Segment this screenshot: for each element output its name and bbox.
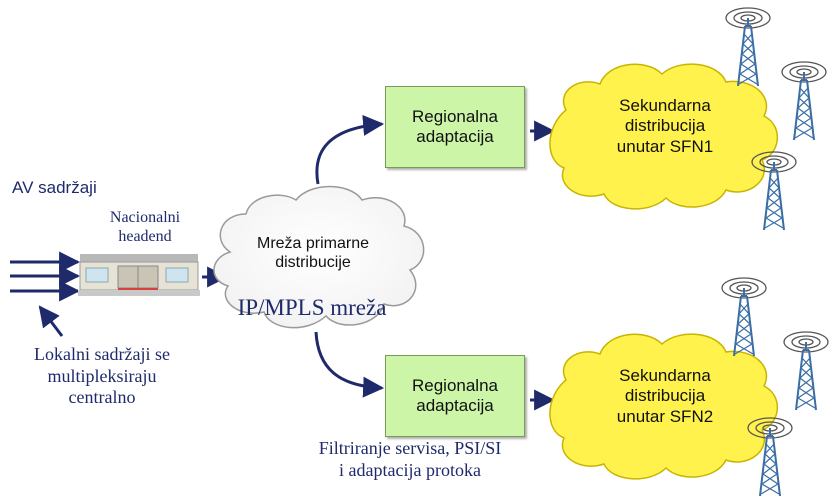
network-to-regional1-arrow (315, 114, 385, 185)
network-to-regional2-arrow (314, 331, 385, 398)
local-content-line2: multipleksiraju (47, 365, 157, 386)
headend-label: Nacionalni headend (90, 208, 200, 246)
regional2-line2: adaptacija (416, 396, 494, 415)
sfn2-line1: Sekundarna (619, 366, 711, 385)
sfn1-line2: distribucija (624, 116, 706, 136)
sfn2-cloud (549, 333, 779, 480)
ip-mpls-label: IP/MPLS mreža (237, 295, 387, 320)
sfn2-line2: distribucija (624, 386, 706, 406)
primary-network-label: Mreža primarne distribucije (228, 234, 398, 272)
input-arrows (10, 251, 81, 302)
primary-network-label-line1: Mreža primarne (256, 235, 370, 252)
primary-network-label-line2: distribucije (275, 254, 351, 272)
av-content-label: AV sadržaji (12, 178, 97, 197)
sfn2-label: Sekundarna distribucija unutar SFN2 (590, 366, 740, 427)
regional2-line1: Regionalna (411, 375, 498, 395)
sfn1-cloud (549, 63, 779, 210)
sfn1-label: Sekundarna distribucija unutar SFN1 (590, 96, 740, 157)
transmitter-tower-icon (783, 331, 829, 411)
headend-label-line1: Nacionalni (109, 209, 181, 226)
local-content-label: Lokalni sadržaji se multipleksiraju cent… (4, 344, 200, 409)
regional-adaptation-box-1: Regionalna adaptacija (385, 86, 525, 168)
regional1-line2: adaptacija (416, 127, 494, 146)
regional1-line1: Regionalna (411, 106, 498, 126)
transmitter-tower-icon (721, 277, 767, 357)
filtering-note-line1: Filtriranje servisa, PSI/SI (318, 438, 502, 458)
headend-label-line2: headend (118, 228, 172, 246)
sfn1-line3: unutar SFN1 (616, 136, 714, 156)
local-content-arrow (38, 305, 64, 337)
local-content-line3: centralno (68, 387, 136, 408)
sfn2-line3: unutar SFN2 (616, 406, 714, 426)
sfn1-line1: Sekundarna (619, 96, 711, 115)
regional-adaptation-box-2: Regionalna adaptacija (385, 355, 525, 437)
filtering-note: Filtriranje servisa, PSI/SI i adaptacija… (270, 438, 550, 481)
transmitter-tower-icon (781, 61, 827, 141)
filtering-note-line2: i adaptacija protoka (339, 459, 481, 480)
local-content-line1: Lokalni sadržaji se (34, 344, 170, 364)
primary-network-cloud (213, 185, 425, 329)
transmitter-tower-icon (725, 7, 771, 87)
headend-building-icon (78, 254, 200, 296)
